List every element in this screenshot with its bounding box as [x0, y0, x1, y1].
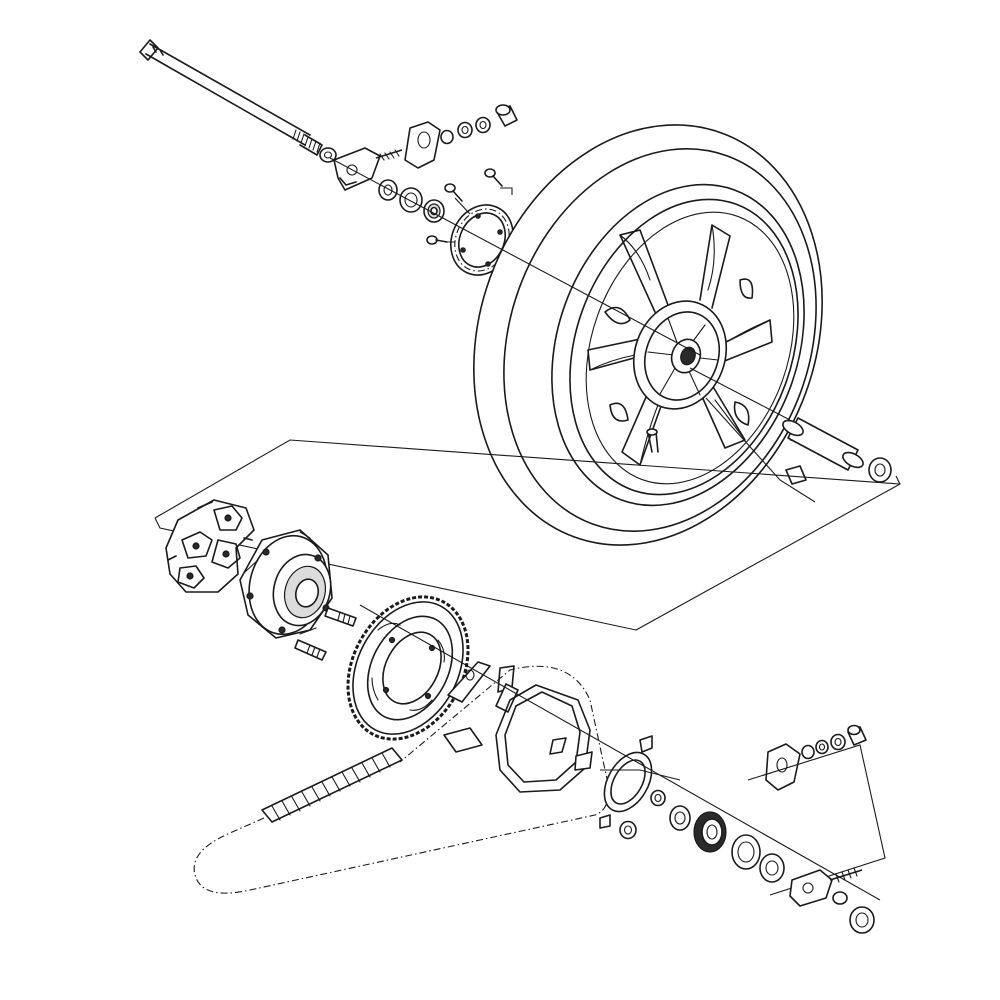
rear-wheel-tire — [473, 124, 831, 546]
axle-nut — [849, 906, 875, 934]
collar — [868, 457, 892, 483]
washer — [832, 891, 848, 905]
rim-inner — [569, 198, 799, 496]
spacer — [759, 853, 785, 883]
brake-bracket — [599, 735, 681, 829]
group-frame-outline — [154, 439, 901, 631]
axle-centerline — [329, 157, 881, 901]
wheel-hub — [632, 300, 728, 410]
oil-seal — [399, 187, 423, 213]
nut — [457, 121, 473, 139]
cush-drive-dampers — [165, 499, 255, 593]
left-bearings — [378, 179, 445, 223]
rear-sprocket — [346, 595, 470, 741]
rear-axle — [139, 39, 337, 163]
collar — [669, 805, 691, 831]
sprocket-retainer — [443, 661, 593, 793]
right-chain-adjuster — [747, 724, 886, 934]
adjuster-plate — [404, 121, 441, 169]
left-chain-adjuster — [333, 104, 518, 191]
nut — [475, 116, 491, 134]
valve-stem — [646, 428, 659, 453]
right-bearings — [619, 789, 785, 883]
oil-seal — [731, 834, 761, 870]
rim-outer — [551, 183, 805, 507]
balance-weight — [785, 465, 807, 485]
sprocket-hub — [239, 529, 333, 639]
washer — [440, 129, 454, 145]
drive-chain — [193, 665, 609, 894]
nut — [619, 820, 637, 840]
sprocket-studs — [294, 607, 357, 661]
nut — [650, 789, 666, 807]
spacer — [378, 179, 398, 201]
axle-thread — [292, 129, 323, 156]
wheel-spacer — [782, 417, 892, 485]
